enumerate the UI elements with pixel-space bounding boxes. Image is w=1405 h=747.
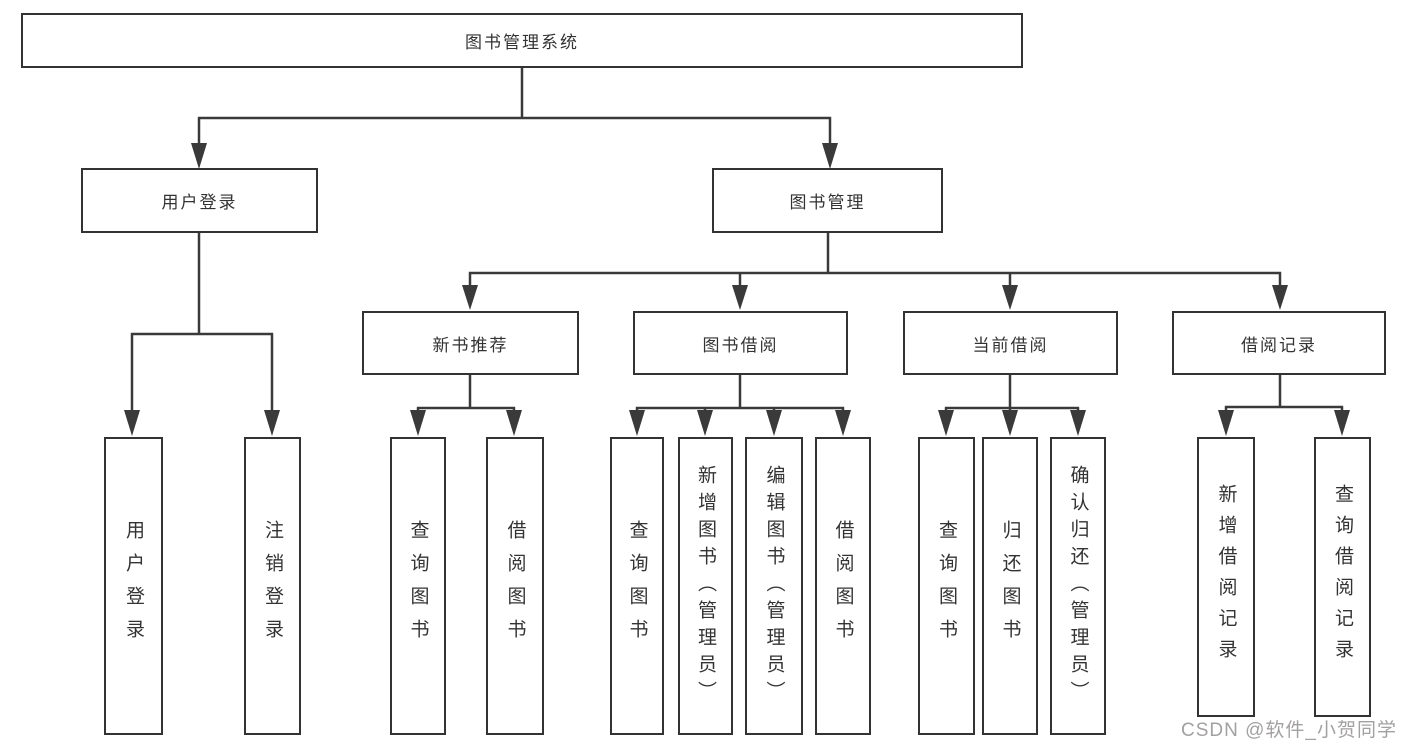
leaf-query-borrow-record-label: 查询借阅记录: [1332, 484, 1353, 670]
node-user-login: 用户登录: [81, 168, 318, 233]
leaf-confirm-return-admin-label: 确认归还（管理员）: [1067, 464, 1089, 708]
leaf-return-books-label: 归还图书: [999, 520, 1021, 652]
node-root-label: 图书管理系统: [465, 33, 579, 52]
leaf-borrow-books-recommend-label: 借阅图书: [504, 520, 526, 652]
leaf-borrow-books: 借阅图书: [815, 437, 871, 735]
node-borrow-record-label: 借阅记录: [1241, 335, 1317, 355]
leaf-add-borrow-record-label: 新增借阅记录: [1215, 484, 1237, 670]
node-current-borrow: 当前借阅: [903, 311, 1118, 375]
leaf-user-login: 用户登录: [104, 437, 163, 735]
leaf-confirm-return-admin: 确认归还（管理员）: [1050, 437, 1106, 735]
leaf-borrow-books-label: 借阅图书: [832, 520, 854, 652]
leaf-add-borrow-record: 新增借阅记录: [1197, 437, 1255, 717]
leaf-return-books: 归还图书: [982, 437, 1038, 735]
node-root: 图书管理系统: [21, 13, 1023, 68]
node-borrow-record: 借阅记录: [1172, 311, 1386, 375]
leaf-query-books-recommend: 查询图书: [390, 437, 446, 735]
node-new-book-recommend-label: 新书推荐: [432, 335, 509, 355]
leaf-edit-books-admin: 编辑图书（管理员）: [745, 437, 803, 735]
csdn-watermark: CSDN @软件_小贺同学: [1181, 720, 1397, 741]
leaf-add-books-admin-label: 新增图书（管理员）: [695, 464, 716, 708]
node-new-book-recommend: 新书推荐: [362, 311, 579, 375]
leaf-query-borrow-record: 查询借阅记录: [1314, 437, 1371, 717]
leaf-query-books-current: 查询图书: [918, 437, 975, 735]
leaf-logout-label: 注销登录: [262, 520, 283, 652]
leaf-add-books-admin: 新增图书（管理员）: [678, 437, 733, 735]
leaf-edit-books-admin-label: 编辑图书（管理员）: [763, 464, 785, 708]
leaf-borrow-books-recommend: 借阅图书: [486, 437, 544, 735]
node-book-management: 图书管理: [712, 168, 943, 233]
leaf-query-books-recommend-label: 查询图书: [407, 520, 429, 652]
node-user-login-label: 用户登录: [161, 193, 238, 212]
node-book-borrow: 图书借阅: [633, 311, 848, 375]
node-current-borrow-label: 当前借阅: [972, 335, 1049, 355]
leaf-logout: 注销登录: [244, 437, 301, 735]
node-book-management-label: 图书管理: [789, 193, 866, 212]
node-book-borrow-label: 图书借阅: [702, 335, 779, 355]
leaf-query-books-current-label: 查询图书: [936, 520, 957, 652]
leaf-user-login-label: 用户登录: [123, 520, 144, 652]
leaf-query-books-borrow-label: 查询图书: [626, 520, 648, 652]
leaf-query-books-borrow: 查询图书: [610, 437, 664, 735]
